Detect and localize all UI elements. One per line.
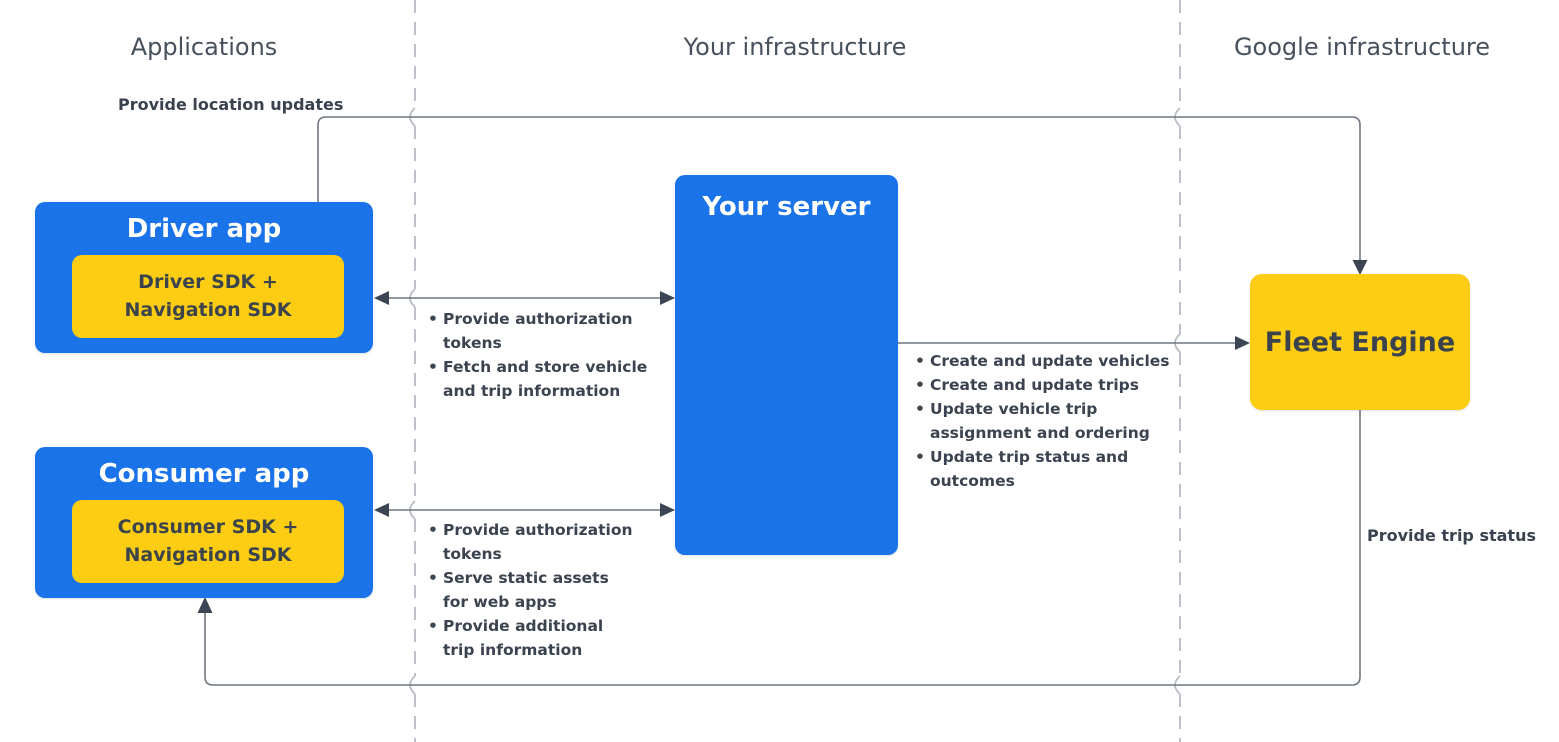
- edge-consumer-server: [374, 503, 675, 517]
- consumer-app-title: Consumer app: [98, 459, 310, 489]
- edge-trip-status: [197, 410, 1361, 686]
- consumer-sdk-label: Consumer SDK + Navigation SDK: [117, 515, 299, 566]
- list-item: Provide additional trip information: [428, 614, 658, 662]
- arrowhead-left-icon: [374, 503, 389, 517]
- label-provide-location-updates: Provide location updates: [118, 95, 344, 114]
- list-item: Update trip status and outcomes: [915, 445, 1185, 493]
- label-provide-trip-status: Provide trip status: [1367, 526, 1536, 545]
- lane-header-google-infrastructure: Google infrastructure: [1233, 33, 1491, 61]
- arrowhead-up-icon: [197, 597, 213, 613]
- driver-sdk-label: Driver SDK + Navigation SDK: [124, 270, 292, 321]
- consumer-server-responsibilities: Provide authorization tokensServe static…: [428, 518, 658, 662]
- list-item: Create and update trips: [915, 373, 1185, 397]
- node-driver-app: Driver app Driver SDK + Navigation SDK: [35, 202, 373, 353]
- list-item: Fetch and store vehicle and trip informa…: [428, 355, 658, 403]
- fleet-engine-title: Fleet Engine: [1264, 326, 1456, 358]
- list-item: Provide authorization tokens: [428, 518, 658, 566]
- list-item: Provide authorization tokens: [428, 307, 658, 355]
- driver-server-responsibilities: Provide authorization tokensFetch and st…: [428, 307, 658, 403]
- list-item: Serve static assets for web apps: [428, 566, 658, 614]
- list-item: Update vehicle trip assignment and order…: [915, 397, 1185, 445]
- node-driver-sdk: Driver SDK + Navigation SDK: [72, 255, 344, 338]
- edge-location-updates: [317, 116, 1368, 275]
- arrowhead-down-icon: [1352, 260, 1368, 275]
- arrowhead-left-icon: [374, 291, 389, 305]
- edge-driver-server: [374, 291, 675, 305]
- node-consumer-app: Consumer app Consumer SDK + Navigation S…: [35, 447, 373, 598]
- node-fleet-engine: Fleet Engine: [1250, 274, 1470, 410]
- node-your-server: Your server: [675, 175, 898, 555]
- lane-header-your-infrastructure: Your infrastructure: [683, 33, 907, 61]
- lane-divider-left: [409, 0, 416, 742]
- arrowhead-right-icon: [660, 503, 675, 517]
- edge-server-fleet: [898, 336, 1250, 350]
- arrowhead-right-icon: [1235, 336, 1250, 350]
- arrowhead-right-icon: [660, 291, 675, 305]
- server-fleet-responsibilities: Create and update vehiclesCreate and upd…: [915, 349, 1185, 493]
- driver-app-title: Driver app: [126, 214, 282, 244]
- lane-header-applications: Applications: [130, 33, 278, 61]
- node-consumer-sdk: Consumer SDK + Navigation SDK: [72, 500, 344, 583]
- your-server-title: Your server: [702, 192, 871, 222]
- list-item: Create and update vehicles: [915, 349, 1185, 373]
